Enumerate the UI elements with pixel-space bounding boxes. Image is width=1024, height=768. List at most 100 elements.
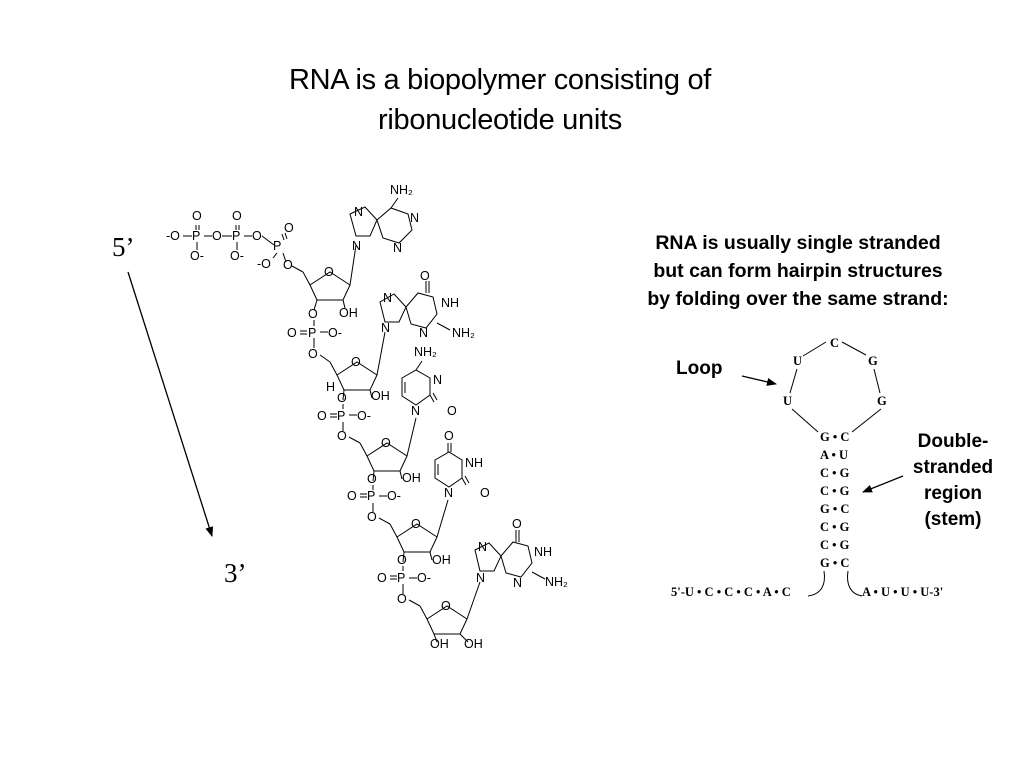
imide: NH	[534, 545, 552, 559]
phosphate-oxygen: -O	[166, 229, 180, 243]
hydroxyl: OH	[430, 637, 449, 651]
phosphate-oxygen: O	[287, 326, 297, 340]
cytosine	[401, 360, 438, 406]
phosphorus: P	[337, 409, 345, 423]
phosphate-oxygen: O-	[357, 409, 371, 423]
ribose-5	[419, 581, 481, 643]
adenine-n9: N	[352, 239, 361, 253]
carbonyl-oxygen: O	[480, 486, 490, 500]
bridge-oxygen: O	[367, 510, 377, 524]
description-line-1: RNA is usually single stranded	[655, 232, 941, 254]
carbonyl-oxygen: O	[512, 517, 522, 531]
ribose-2	[329, 331, 386, 401]
bridge-oxygen: O	[283, 258, 293, 272]
uracil-n1: N	[444, 486, 453, 500]
hydroxyl: OH	[402, 471, 421, 485]
loop-arrow	[741, 375, 777, 386]
bridge-oxygen: O	[252, 229, 262, 243]
phosphate-oxygen: O	[377, 571, 387, 585]
guanine-n9: N	[476, 571, 485, 585]
cytosine-n: N	[433, 373, 442, 387]
hydroxyl: OH	[432, 553, 451, 567]
ring-oxygen: O	[381, 436, 391, 450]
phosphate-oxygen: -O	[257, 257, 271, 271]
phosphorus: P	[273, 239, 281, 253]
bridge-oxygen: O	[212, 229, 222, 243]
loop-base: G	[877, 394, 887, 408]
three-prime-tail: A • U • U • U-3'	[862, 585, 943, 599]
title-line-2: ribonucleotide units	[378, 104, 622, 136]
stem-pair: C • G	[820, 466, 850, 480]
adenine	[349, 197, 413, 244]
phosphate-oxygen: O	[232, 209, 242, 223]
stem-label-line-3: region	[923, 483, 983, 504]
bridge-oxygen: O	[337, 429, 347, 443]
hydroxyl: OH	[339, 306, 358, 320]
phosphate-oxygen: O	[284, 221, 294, 235]
stem-pair: C • G	[820, 484, 850, 498]
phosphorus: P	[367, 489, 375, 503]
hydroxyl: OH	[464, 637, 483, 651]
phosphate-oxygen: O	[308, 307, 318, 321]
description-line-2: but can form hairpin structures	[653, 260, 943, 282]
stem-pair: C • G	[820, 538, 850, 552]
title-line-1: RNA is a biopolymer consisting of	[288, 64, 712, 96]
adenine-n: N	[354, 205, 363, 219]
guanine-n: N	[478, 540, 487, 554]
slide-title: RNA is a biopolymer consisting of ribonu…	[150, 60, 850, 140]
adenine-n: N	[393, 241, 402, 255]
amine: NH₂	[390, 183, 413, 197]
carbonyl-oxygen: O	[420, 269, 430, 283]
phosphate-oxygen: O-	[417, 571, 431, 585]
stem-pair: A • U	[820, 448, 848, 462]
triphosphate	[183, 225, 304, 273]
ribose-4	[389, 499, 449, 563]
rna-structure: -O P O O- O P O O- O P O -O O O OH N N N…	[166, 183, 568, 651]
guanine-n: N	[383, 291, 392, 305]
stem-label-line-1: Double-	[917, 431, 989, 452]
stem-label: Double- stranded region (stem)	[893, 429, 1013, 533]
loop-base: C	[830, 336, 839, 350]
hydrogen: H	[326, 380, 335, 394]
loop-backbone	[789, 341, 882, 433]
hydroxyl: OH	[371, 389, 390, 403]
amine: NH₂	[545, 575, 568, 589]
imide: NH	[441, 296, 459, 310]
phosphate-oxygen: O	[347, 489, 357, 503]
phosphorus: P	[397, 571, 405, 585]
loop-label: Loop	[676, 358, 723, 379]
uracil	[434, 443, 470, 488]
stem-label-line-4: (stem)	[924, 509, 982, 530]
phosphate-oxygen: O	[192, 209, 202, 223]
guanine-2	[474, 530, 546, 580]
hairpin-description: RNA is usually single stranded but can f…	[588, 229, 1008, 313]
phosphate-oxygen: O	[367, 472, 377, 486]
phosphate-oxygen: O-	[230, 249, 244, 263]
stem-pair: G • C	[820, 556, 849, 570]
hairpin-structure: C U G U G G • C A • U C • G C • G G • C …	[671, 336, 943, 599]
cytosine-n1: N	[411, 404, 420, 418]
ribose-3	[359, 417, 417, 482]
guanine-n: N	[419, 326, 428, 340]
ring-oxygen: O	[411, 517, 421, 531]
bridge-oxygen: O	[397, 592, 407, 606]
ring-oxygen: O	[351, 355, 361, 369]
stem-label-line-2: stranded	[912, 457, 994, 478]
phosphate-oxygen: O	[397, 553, 407, 567]
description-line-3: by folding over the same strand:	[647, 288, 949, 310]
carbonyl-oxygen: O	[447, 404, 457, 418]
stem-pair: G • C	[820, 430, 849, 444]
adenine-n: N	[410, 211, 419, 225]
direction-arrow	[127, 271, 214, 537]
five-prime-label: 5’	[112, 232, 135, 262]
tail-backbone	[807, 570, 863, 597]
phosphate-oxygen: O	[317, 409, 327, 423]
guanine-n9: N	[381, 321, 390, 335]
stem-pair: G • C	[820, 502, 849, 516]
phosphate-oxygen: O-	[328, 326, 342, 340]
loop-base: U	[783, 394, 792, 408]
amine: NH₂	[452, 326, 475, 340]
phosphate-oxygen: O-	[387, 489, 401, 503]
phosphorus: P	[308, 326, 316, 340]
